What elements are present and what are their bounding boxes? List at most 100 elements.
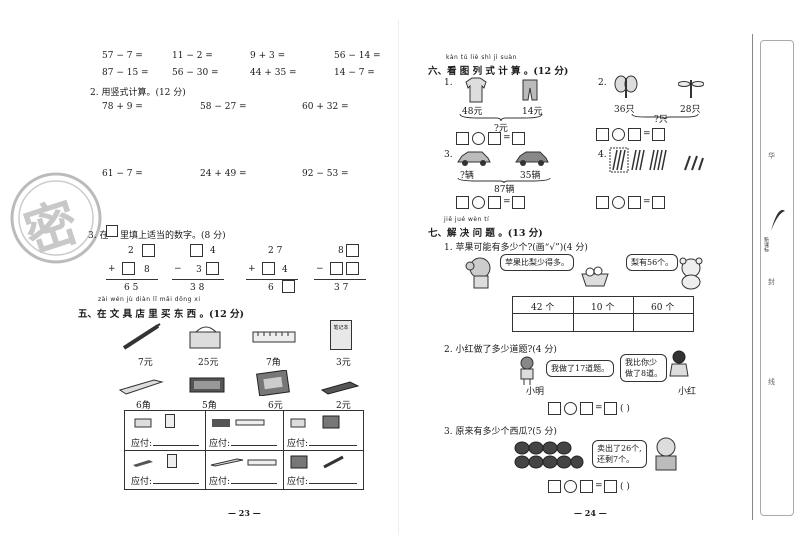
q7-1-bubble-1: 苹果比梨少得多。 [500,254,574,271]
q7-title: 七、解 决 问 题 。(13 分) [428,228,543,239]
item-price-pencil-box: 6元 [268,401,283,411]
cell5-answer-line[interactable] [231,483,277,484]
confidential-stamp [10,172,102,264]
item-price-stapler: 2元 [336,401,351,411]
cell3-pencil-box-icon [322,415,340,429]
q6-1-op[interactable] [472,132,485,145]
knife-icon [118,379,164,395]
p1-top: 2 [128,246,134,256]
page-fold [398,20,399,535]
vertical-2-1: 61 − 7 = [102,169,143,179]
q6-1-ans-2[interactable] [488,132,501,145]
q6-3-ans-2[interactable] [488,196,501,209]
calc-2-2: 56 − 30 = [172,68,219,78]
q7-2-ans-1[interactable] [548,402,561,415]
q6-1-ans-3[interactable] [512,132,525,145]
notebook-icon: 笔记本 [330,320,352,350]
apple-options-table: 42 个 10 个 60 个 [512,296,694,332]
q7-2-ans-2[interactable] [580,402,593,415]
p3-box-res[interactable] [282,280,295,293]
q7-2-bubble-2-line-1: 我比你少 [625,358,657,367]
q6-4-op[interactable] [612,196,625,209]
p1-box-top[interactable] [142,244,155,257]
girl-icon [669,350,689,377]
q6-4-ans-2[interactable] [628,196,641,209]
p2-box-top[interactable] [190,244,203,257]
q3-title-b: 里填上适当的数字。(8 分) [120,231,226,241]
option-42-check[interactable] [514,314,572,330]
p4-box-mid-2[interactable] [346,262,359,275]
q6-2-ans-3[interactable] [652,128,665,141]
p4-top: 8 [338,246,344,256]
p1-divider [106,279,158,280]
q6-4-ans-3[interactable] [652,196,665,209]
cell1-answer-line[interactable] [153,445,199,446]
q7-pinyin: jiě jué wèn tí [444,216,490,223]
cell3-answer-line[interactable] [309,445,357,446]
q7-3-op[interactable] [564,480,577,493]
watermelons-icon [514,441,584,469]
q6-1-ans-1[interactable] [456,132,469,145]
q6-3-op[interactable] [472,196,485,209]
cell2-ruler-icon [235,419,265,426]
q6-2-op[interactable] [612,128,625,141]
p2-box-mid[interactable] [206,262,219,275]
table-hdivider [125,450,363,451]
p2-top: 4 [210,246,216,256]
side-char-2: 封 [768,278,775,286]
p1-res: 6 5 [124,283,139,293]
opt-hdiv [513,313,693,314]
q7-3-ans-2[interactable] [580,480,593,493]
p1-box-mid[interactable] [122,262,135,275]
calc-2-4: 14 − 7 = [334,68,375,78]
cell5-ruler-icon [247,459,277,466]
cell4-notebook-icon [167,454,177,468]
cell3-sharpener-icon [290,418,306,428]
q7-3-ans-1[interactable] [548,480,561,493]
option-60-check[interactable] [634,314,692,330]
q7-2-unit[interactable]: ( ) [620,404,630,414]
p4-box-mid-1[interactable] [330,262,343,275]
option-10-check[interactable] [574,314,632,330]
cell6-answer-line[interactable] [309,483,357,484]
q6-1-num: 1. [444,78,453,88]
binding-line [752,34,753,520]
p3-box-mid[interactable] [262,262,275,275]
monkey-icon [465,257,491,289]
calc-2-1: 87 − 15 = [102,68,149,78]
cell4-stapler-icon [133,460,153,467]
option-42: 42 个 [531,303,555,313]
cell2-answer-line[interactable] [231,445,277,446]
q6-2-ans-2[interactable] [628,128,641,141]
cell1-notebook-icon [165,414,175,428]
q6-3-ans-3[interactable] [512,196,525,209]
p4-divider [314,279,366,280]
item-price-sharpener: 25元 [198,358,219,368]
ruler-icon [252,331,296,343]
q7-1-title: 1. 苹果可能有多少个?(画“√”)(4 分) [444,243,588,253]
p1-mid: 8 [144,265,150,275]
q6-1-q: ?元 [494,124,508,134]
p4-res: 3 7 [334,283,349,293]
vertical-1-2: 58 − 27 = [200,102,247,112]
cell4-answer-line[interactable] [153,483,199,484]
q3-title-a: 3. 在 [88,231,109,241]
q7-2-ans-3[interactable] [604,402,617,415]
q7-3-ans-3[interactable] [604,480,617,493]
cell2-eraser-icon [212,419,230,427]
q6-4-ans-1[interactable] [596,196,609,209]
pen-icon [122,323,161,350]
q7-2-op[interactable] [564,402,577,415]
q7-3-unit[interactable]: ( ) [620,482,630,492]
side-strip: 华 新课标 封 线 [760,40,794,516]
p4-box-top[interactable] [346,244,359,257]
p3-mid: 4 [282,265,288,275]
p1-op: + [108,264,116,274]
q6-2-ans-1[interactable] [596,128,609,141]
q6-3-ans-1[interactable] [456,196,469,209]
cell3-pay-label: 应付: [287,439,309,449]
page-number-right: — 24 — [574,508,607,518]
page-number-left: — 23 — [228,508,261,518]
q6-1-brace [459,113,543,122]
q6-2-num: 2. [598,78,607,88]
